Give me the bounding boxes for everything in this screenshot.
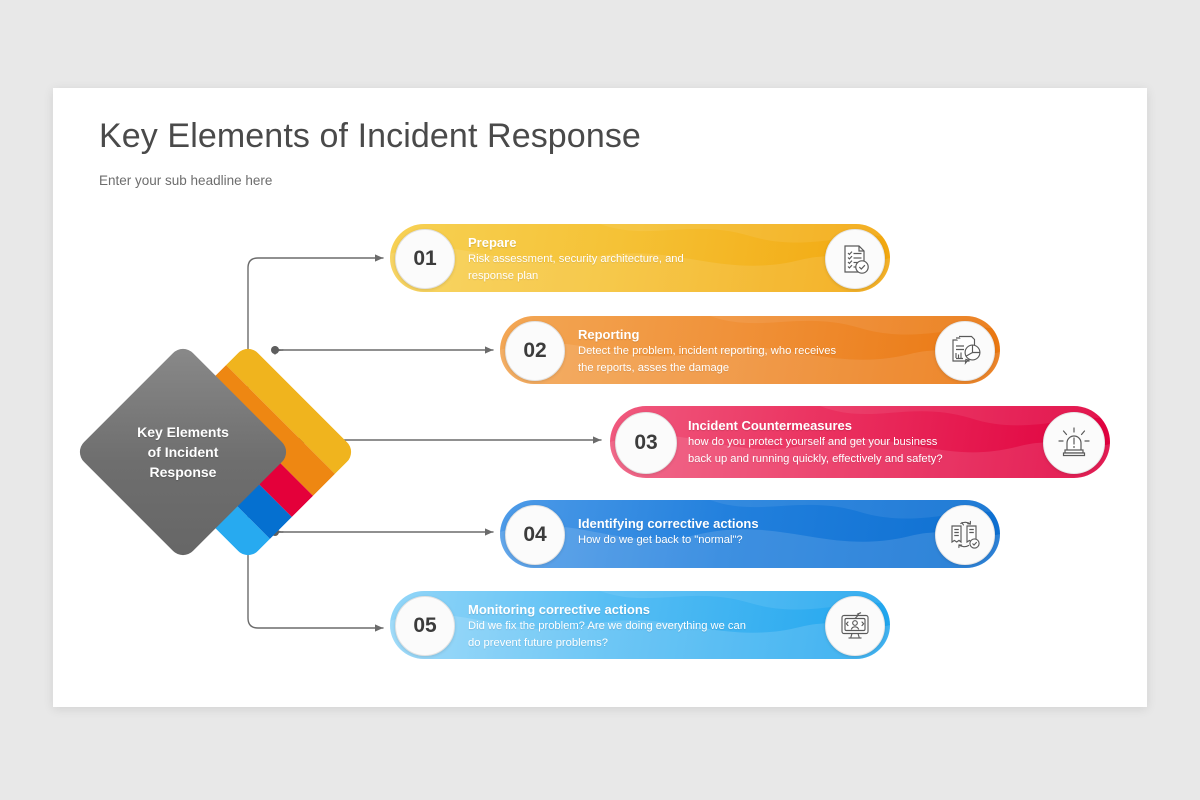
arrowhead-02 <box>485 346 493 354</box>
arrowhead-04 <box>485 528 493 536</box>
report-chart-icon <box>935 321 995 381</box>
arrowhead-05 <box>375 624 383 632</box>
center-diamond-group: Key Elements of Incident Response <box>74 343 357 561</box>
step-desc-04-line1: How do we get back to "normal"? <box>578 534 743 547</box>
wave-decoration <box>390 591 890 659</box>
step-title-05: Monitoring corrective actions <box>468 602 651 617</box>
step-text-02: Reporting Detect the problem, incident r… <box>578 327 836 376</box>
step-desc-03-line1: how do you protect yourself and get your… <box>688 436 938 449</box>
step-desc-05-line1: Did we fix the problem? Are we doing eve… <box>468 620 746 633</box>
step-pill-02[interactable]: 02 Reporting Detect the problem, inciden… <box>500 316 1000 384</box>
arrowhead-01 <box>375 254 383 262</box>
step-number-05: 05 <box>395 596 455 656</box>
step-title-01: Prepare <box>468 235 517 250</box>
step-text-04: Identifying corrective actions How do we… <box>578 516 759 549</box>
step-desc-02-line1: Detect the problem, incident reporting, … <box>578 345 837 358</box>
alarm-siren-icon <box>1043 412 1105 474</box>
step-text-01: Prepare Risk assessment, security archit… <box>468 235 684 284</box>
step-desc-02-line2: the reports, asses the damage <box>578 361 730 374</box>
wave-decoration <box>610 406 1110 478</box>
step-text-05: Monitoring corrective actions Did we fix… <box>468 602 746 651</box>
step-title-03: Incident Countermeasures <box>688 418 852 433</box>
step-text-03: Incident Countermeasures how do you prot… <box>688 418 943 467</box>
center-label: Key Elements of Incident Response <box>106 375 260 529</box>
document-sync-icon <box>935 505 995 565</box>
wave-decoration <box>500 500 1000 568</box>
step-number-03: 03 <box>615 412 677 474</box>
step-number-01: 01 <box>395 229 455 289</box>
step-desc-01-line2: response plan <box>468 269 539 282</box>
step-desc-03-line2: back up and running quickly, effectively… <box>688 452 943 465</box>
center-label-line1: Key Elements <box>137 423 229 440</box>
step-pill-05[interactable]: 05 Monitoring corrective actions Did we … <box>390 591 890 659</box>
step-desc-01-line1: Risk assessment, security architecture, … <box>468 253 684 266</box>
step-pill-03[interactable]: 03 Incident Countermeasures how do you p… <box>610 406 1110 478</box>
step-title-02: Reporting <box>578 327 640 342</box>
step-pill-01[interactable]: 01 Prepare Risk assessment, security arc… <box>390 224 890 292</box>
step-number-04: 04 <box>505 505 565 565</box>
page-subtitle: Enter your sub headline here <box>99 173 273 188</box>
center-label-line3: Response <box>149 464 217 481</box>
wave-decoration <box>390 224 890 292</box>
checklist-document-icon <box>825 229 885 289</box>
arrowhead-03 <box>593 436 601 444</box>
step-pill-04[interactable]: 04 Identifying corrective actions How do… <box>500 500 1000 568</box>
step-title-04: Identifying corrective actions <box>578 516 759 531</box>
step-number-02: 02 <box>505 321 565 381</box>
wave-decoration <box>500 316 1000 384</box>
slide-card: Key Elements of Incident Response Enter … <box>53 88 1147 707</box>
center-label-line2: of Incident <box>147 443 219 460</box>
page-title: Key Elements of Incident Response <box>99 117 641 155</box>
step-desc-05-line2: do prevent future problems? <box>468 636 608 649</box>
monitor-user-icon <box>825 596 885 656</box>
